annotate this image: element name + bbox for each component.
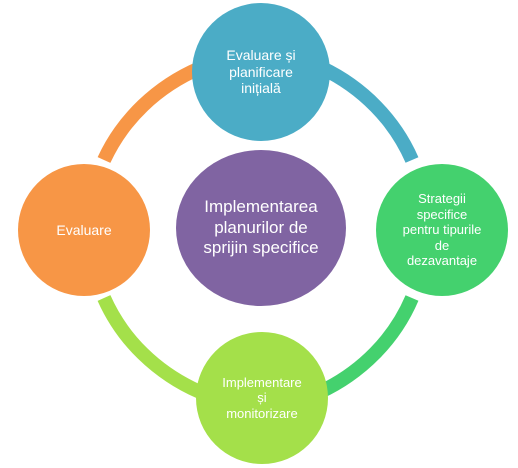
arc-right-bottom <box>316 295 419 399</box>
center-node: Implementarea planurilor de sprijin spec… <box>176 150 346 306</box>
node-implementation-monitoring-label: Implementare și monitorizare <box>222 374 302 421</box>
node-specific-strategies: Strategii specifice pentru tipurile de d… <box>376 164 508 296</box>
arc-left-top <box>97 61 203 163</box>
center-node-label: Implementarea planurilor de sprijin spec… <box>203 197 319 258</box>
node-implementation-monitoring: Implementare și monitorizare <box>196 332 328 464</box>
node-specific-strategies-label: Strategii specifice pentru tipurile de d… <box>402 191 482 269</box>
node-evaluation: Evaluare <box>18 164 150 296</box>
arc-top-right <box>318 61 419 163</box>
node-initial-evaluation-label: Evaluare și planificare inițială <box>226 46 296 97</box>
arc-bottom-left <box>97 295 203 399</box>
node-evaluation-label: Evaluare <box>56 221 112 238</box>
node-initial-evaluation: Evaluare și planificare inițială <box>192 3 330 141</box>
